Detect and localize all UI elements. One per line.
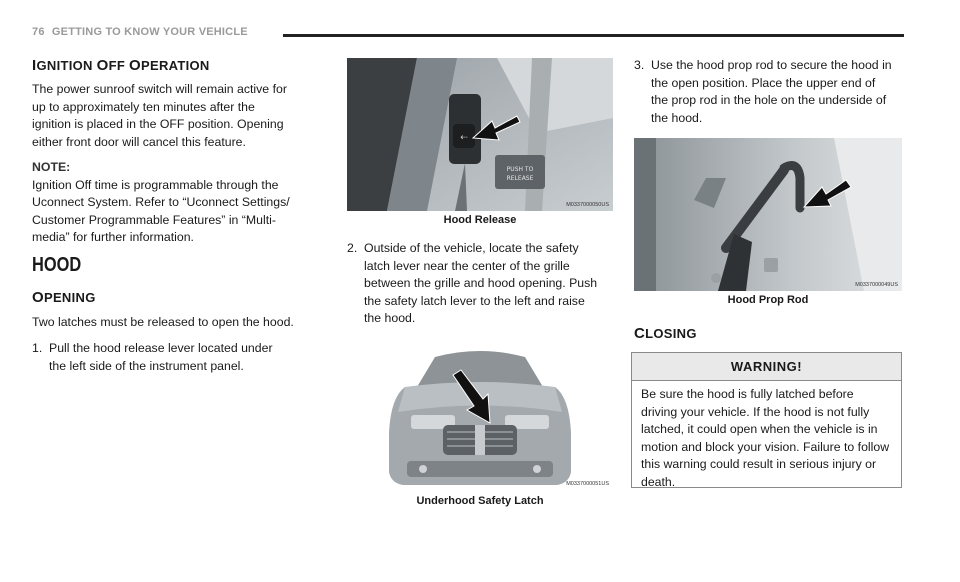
hood-prop-caption: Hood Prop Rod (727, 294, 809, 306)
warning-body: Be sure the hood is fully latched before… (641, 387, 890, 489)
figure-code: M0337000049US (855, 282, 898, 288)
underhood-latch-caption: Underhood Safety Latch (416, 495, 544, 507)
warning-title: WARNING! (632, 353, 901, 381)
opening-intro: Two latches must be released to open the… (32, 315, 294, 329)
ignition-body: The power sunroof switch will remain act… (32, 82, 287, 149)
warning-box: WARNING! Be sure the hood is fully latch… (631, 352, 902, 489)
hood-heading: HOOD (32, 254, 82, 276)
hood-release-caption: Hood Release (443, 214, 517, 226)
closing-heading: CLOSING (634, 325, 697, 342)
note-label: NOTE: (32, 160, 71, 174)
vehicle-front-illustration (389, 351, 571, 485)
hood-release-illustration: ⇠ PUSH TO RELEASE (347, 58, 613, 211)
ignition-note: NOTE: Ignition Off time is programmable … (32, 159, 332, 247)
step-1: 1. Pull the hood release lever located u… (32, 341, 273, 373)
page-number: 76 (32, 26, 45, 38)
hood-prop-figure: M0337000049US (634, 138, 902, 291)
release-label: RELEASE (507, 175, 534, 182)
prop-rod-illustration (634, 138, 902, 291)
header-rule (283, 34, 904, 37)
svg-text:⇠: ⇠ (460, 133, 468, 143)
running-header: 76 GETTING TO KNOW YOUR VEHICLE (32, 26, 248, 38)
ignition-off-heading: IGNITION OFF OPERATION (32, 57, 210, 74)
figure-code: M0337000050US (566, 202, 609, 208)
push-to-label: PUSH TO (507, 166, 534, 173)
step-3: 3. Use the hood prop rod to secure the h… (634, 58, 892, 125)
step-2: 2. Outside of the vehicle, locate the sa… (347, 241, 598, 325)
underhood-latch-figure: M0337000051US (347, 337, 613, 493)
opening-heading: OPENING (32, 289, 96, 306)
figure-code: M0337000051US (566, 481, 609, 487)
hood-release-figure: ⇠ PUSH TO RELEASE M0337000050US (347, 58, 613, 211)
chapter-title: GETTING TO KNOW YOUR VEHICLE (51, 26, 248, 38)
